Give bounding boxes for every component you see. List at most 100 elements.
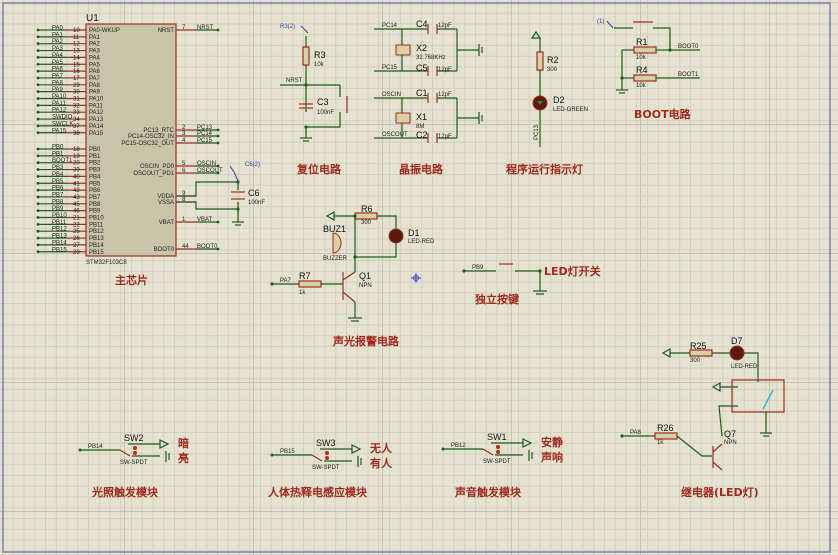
pin-net: PA3 [52, 46, 64, 52]
mcu-body[interactable] [85, 23, 177, 257]
pin-name: PA8 [89, 83, 101, 89]
output-arrow-icon [522, 438, 533, 448]
relay-body[interactable] [731, 379, 785, 413]
relay-circuit[interactable]: R25 300 D7 LED-RED R26 1k Q7 NPN PA8 继电器… [620, 336, 785, 499]
probe-icon[interactable] [300, 25, 309, 34]
pin-name: PA1 [89, 35, 101, 41]
probe-icon[interactable] [229, 165, 239, 182]
x2-crystal[interactable] [395, 44, 411, 56]
button-circuit[interactable]: PB9 LED灯开关 独立按键 [462, 263, 601, 306]
r3-resistor[interactable] [302, 46, 310, 66]
r26-resistor[interactable] [654, 432, 678, 440]
indicator-circuit[interactable]: R2 300 D2 LED-GREEN PC13 程序运行指示灯 [506, 30, 588, 176]
pin-number: 40 [73, 174, 80, 180]
pin-net: PA4 [52, 53, 64, 59]
d1-led[interactable] [388, 228, 404, 244]
mcu-ref: U1 [86, 13, 99, 24]
x1-in-net: OSCIN [382, 92, 401, 98]
boot-circuit[interactable]: (1) R1 10k R4 10k BOOT0 BOOT1 BOOT电路 [597, 19, 700, 121]
switch-ref: SW1 [487, 432, 507, 442]
switch-lever[interactable] [311, 454, 323, 462]
option-b: 亮 [178, 451, 189, 465]
reset-circuit[interactable]: R3(2) R3 10k NRST C3 100nF 复位电路 [280, 24, 348, 176]
pin-name: VDDA [157, 194, 174, 200]
boot-probe: (1) [597, 19, 604, 25]
d7-led[interactable] [729, 345, 745, 361]
pin-net: PA2 [52, 39, 64, 45]
c3-value: 100nF [317, 110, 334, 116]
pin-number: 21 [73, 216, 80, 222]
buzzer[interactable] [332, 232, 342, 254]
d7-ref: D7 [731, 336, 743, 346]
relay-title: 继电器(LED灯) [681, 485, 759, 499]
r4-resistor[interactable] [633, 74, 657, 82]
d2-ref: D2 [553, 95, 565, 105]
pin-number: 4 [182, 138, 186, 144]
r2-resistor[interactable] [536, 51, 544, 71]
pin-number: 2 [182, 125, 186, 131]
pin-name: PA2 [89, 42, 101, 48]
decoupling-c6[interactable]: C6 100nF C6(2) [176, 162, 265, 226]
crystal-circuit[interactable]: PC14 PC15 X2 32.768KHz C4 12pF C5 12pF O… [374, 19, 483, 176]
pin-number: 5 [182, 161, 186, 167]
r7-resistor[interactable] [298, 280, 322, 288]
pin-name: PA5 [89, 62, 101, 68]
option-a: 暗 [178, 436, 189, 450]
r4-value: 10k [636, 83, 647, 89]
alarm-circuit[interactable]: R6 300 D1 LED-RED BUZ1 BUZZER Q1 NPN R7 … [270, 204, 435, 348]
switch-lever[interactable] [482, 448, 494, 456]
pin-number: 15 [73, 62, 80, 68]
pin-number: 42 [73, 188, 80, 194]
x1-crystal[interactable] [395, 112, 411, 124]
r1-resistor[interactable] [633, 46, 657, 54]
switch-lever[interactable] [119, 449, 131, 457]
pin-name: PB5 [89, 181, 101, 187]
indicator-net: PC13 [534, 124, 540, 140]
